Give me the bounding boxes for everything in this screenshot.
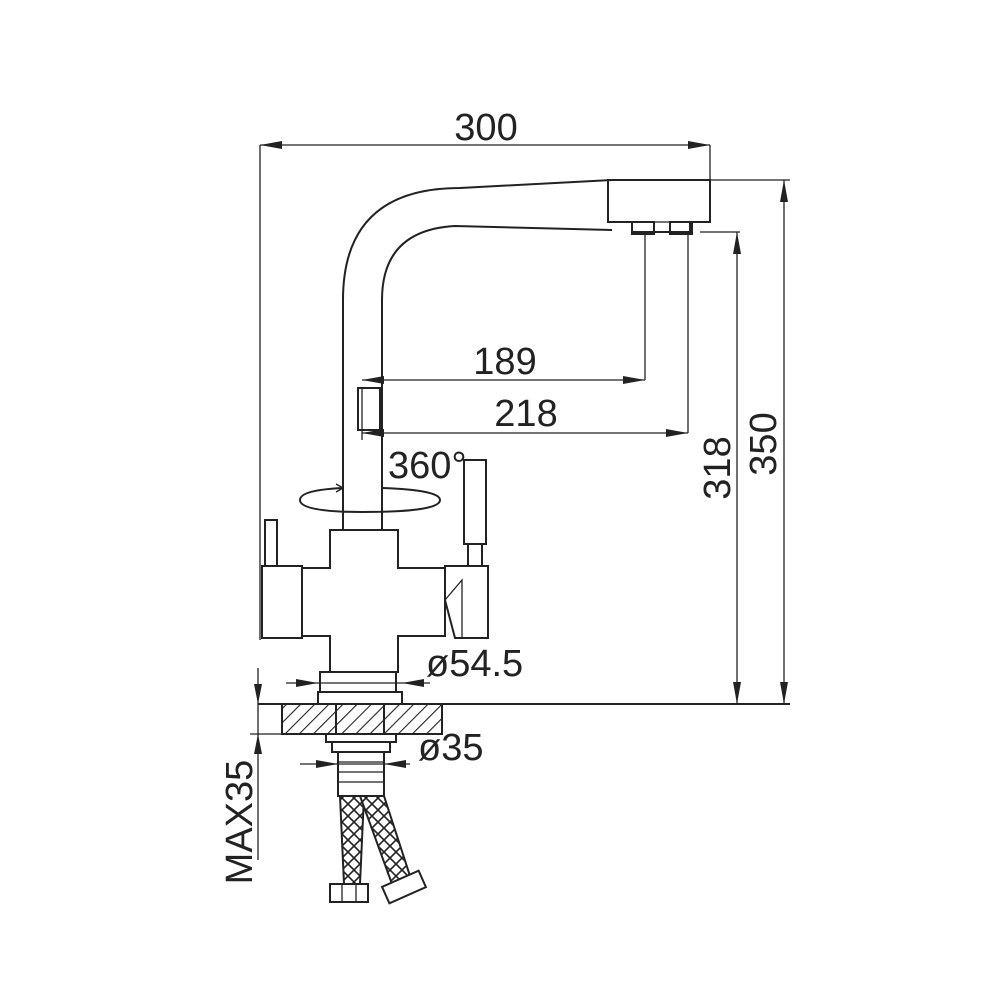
dim-base-diameter: ø54.5 [426,643,523,685]
dim-shank-diameter: ø35 [418,727,483,769]
faucet-body [261,179,711,705]
dim-spout-reach-2: 218 [494,393,557,435]
dimension-lines [250,141,790,860]
dim-spout-reach-1: 189 [473,341,536,383]
dim-max-thickness: MAX35 [219,760,261,885]
dim-total-height: 350 [743,412,785,475]
dim-rotation: 360° [388,445,467,487]
dim-spout-height: 318 [697,436,739,499]
mounting-section [258,703,790,905]
dim-width-total: 300 [454,107,517,149]
